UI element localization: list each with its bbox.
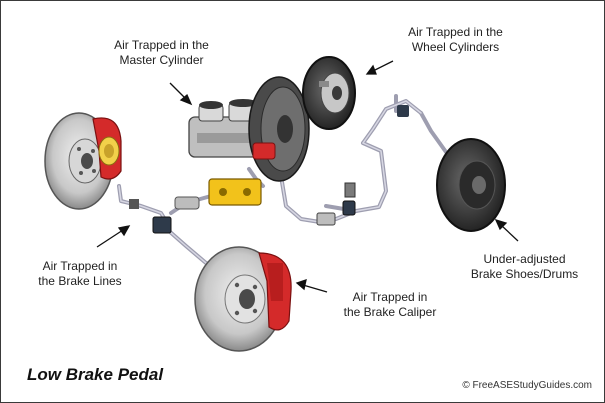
pointer-arrows [96, 60, 519, 293]
rear-left-drum [302, 56, 356, 130]
diagram-title: Low Brake Pedal [27, 365, 164, 384]
label-brake-caliper: Air Trapped in the Brake Caliper [343, 290, 437, 319]
line-junction-left [129, 199, 172, 234]
label-shoes-drums: Under-adjusted Brake Shoes/Drums [470, 252, 579, 281]
front-right-caliper [258, 252, 292, 331]
brake-booster [248, 76, 310, 182]
copyright-credit: © FreeASEStudyGuides.com [462, 380, 592, 391]
arrow-brake-caliper [295, 279, 328, 293]
arrow-wheel-cylinders [365, 60, 394, 75]
label-brake-lines: Air Trapped in the Brake Lines [38, 259, 122, 288]
left-caliper [92, 117, 122, 180]
front-right-rotor [194, 246, 284, 352]
rear-right-drum [436, 138, 506, 232]
label-master-cylinder: Air Trapped in the Master Cylinder [114, 38, 209, 67]
proportioning-valve [174, 178, 262, 210]
rear-fittings [316, 105, 409, 226]
arrow-shoes-drums [494, 218, 519, 242]
arrow-brake-lines [96, 225, 131, 248]
arrow-master-cylinder [169, 82, 193, 106]
label-wheel-cylinders: Air Trapped in the Wheel Cylinders [408, 25, 503, 54]
